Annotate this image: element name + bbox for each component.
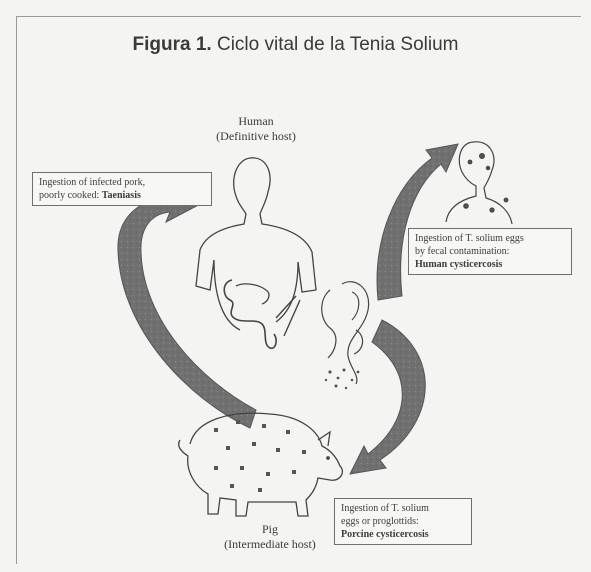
taeniasis-term: Taeniasis xyxy=(102,190,141,201)
porcine-cysticercosis-term: Porcine cysticercosis xyxy=(341,528,465,541)
human-cysticercosis-box: Ingestion of T. solium eggs by fecal con… xyxy=(408,228,572,275)
porcine-cysticercosis-box: Ingestion of T. solium eggs or proglotti… xyxy=(334,498,472,545)
human-cysticercosis-term-text: Human cysticercosis xyxy=(415,259,502,270)
human-figure xyxy=(196,158,316,348)
human-role: (Definitive host) xyxy=(196,129,316,144)
pig-name: Pig xyxy=(200,522,340,537)
taeniasis-box: Ingestion of infected pork, poorly cooke… xyxy=(32,172,212,206)
human-cysticercosis-line2: by fecal contamination: xyxy=(415,245,565,258)
taeniasis-line2: poorly cooked: Taeniasis xyxy=(39,189,205,202)
arrow-human-to-head xyxy=(377,144,458,300)
human-cysticercosis-term: Human cysticercosis xyxy=(415,258,565,271)
human-name: Human xyxy=(196,114,316,129)
tapeworm xyxy=(276,282,369,384)
human-cysticercosis-line1: Ingestion of T. solium eggs xyxy=(415,232,565,245)
pig-figure xyxy=(179,413,343,516)
porcine-cysticercosis-line2: eggs or proglottids: xyxy=(341,515,465,528)
human-head-figure xyxy=(446,142,512,224)
taeniasis-line1: Ingestion of infected pork, xyxy=(39,176,205,189)
arrow-pig-to-human xyxy=(118,184,256,428)
pig-label: Pig (Intermediate host) xyxy=(200,522,340,552)
porcine-cysticercosis-term-text: Porcine cysticercosis xyxy=(341,529,429,540)
arrow-human-to-pig xyxy=(350,320,425,474)
pig-role: (Intermediate host) xyxy=(200,537,340,552)
porcine-cysticercosis-line1: Ingestion of T. solium xyxy=(341,502,465,515)
taeniasis-line2-text: poorly cooked: xyxy=(39,190,102,201)
human-label: Human (Definitive host) xyxy=(196,114,316,144)
